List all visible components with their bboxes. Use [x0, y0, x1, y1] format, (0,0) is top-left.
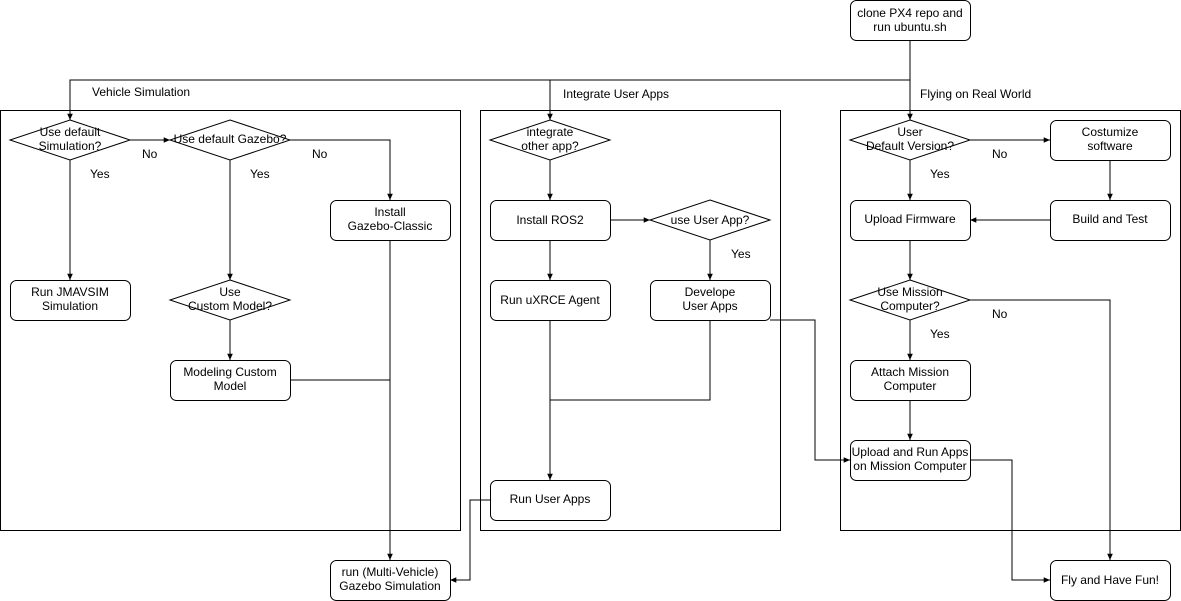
- decision-user-default-line1: User: [897, 125, 922, 139]
- edge-upload-run-to-fly: [970, 459, 1050, 583]
- node-run-jmavsim-line1: Run JMAVSIM: [31, 285, 109, 299]
- decision-use-custom-model: Use Custom Model?: [168, 279, 292, 321]
- node-install-ros2-label: Install ROS2: [516, 213, 584, 227]
- node-customize-line1: Costumize: [1082, 125, 1139, 139]
- node-upload-firmware: Upload Firmware: [850, 200, 971, 241]
- node-run-user-apps-label: Run User Apps: [510, 492, 591, 506]
- node-attach-mission-line2: Computer: [884, 379, 937, 393]
- edge-label-gazebo-yes: Yes: [250, 167, 270, 181]
- node-run-uxrce-agent: Run uXRCE Agent: [490, 280, 611, 321]
- node-attach-mission-line1: Attach Mission: [871, 365, 949, 379]
- edge-label-user-app-yes: Yes: [731, 247, 751, 261]
- edge-label-mission-yes: Yes: [930, 327, 950, 341]
- decision-integrate-other-line2: other app?: [521, 139, 579, 153]
- decision-integrate-other-line1: integrate: [527, 125, 574, 139]
- node-modeling-custom-model: Modeling Custom Model: [170, 360, 291, 401]
- node-upload-run-line2: on Mission Computer: [853, 459, 966, 473]
- node-attach-mission-computer: Attach Mission Computer: [850, 360, 971, 401]
- node-install-gazebo-line2: Gazebo-Classic: [348, 219, 433, 233]
- node-develope-line1: Develope: [685, 285, 736, 299]
- node-modeling-custom-line2: Model: [214, 379, 247, 393]
- node-run-uxrce-label: Run uXRCE Agent: [500, 293, 600, 307]
- node-upload-run-apps: Upload and Run Apps on Mission Computer: [850, 440, 971, 481]
- edge-mission-no: [970, 299, 1113, 560]
- node-run-jmavsim-line2: Simulation: [42, 299, 98, 313]
- node-install-ros2: Install ROS2: [490, 200, 611, 241]
- node-run-jmavsim: Run JMAVSIM Simulation: [10, 280, 131, 321]
- node-upload-run-line1: Upload and Run Apps: [852, 445, 969, 459]
- edge-label-gazebo-no: No: [312, 147, 328, 161]
- decision-use-mission-computer: Use Mission Computer?: [848, 279, 972, 321]
- decision-user-default-line2: Default Version?: [866, 139, 954, 153]
- section-title-flying-real-world: Flying on Real World: [920, 87, 1031, 101]
- decision-use-custom-model-line1: Use: [219, 285, 241, 299]
- node-gazebo-simulation: run (Multi-Vehicle) Gazebo Simulation: [330, 560, 451, 601]
- node-clone-repo-line1: clone PX4 repo and: [857, 6, 962, 20]
- node-customize-line2: software: [1087, 139, 1133, 153]
- decision-use-default-simulation: Use default Simulation?: [8, 119, 132, 161]
- edge-to-sim: [67, 79, 910, 120]
- node-install-gazebo-line1: Install: [374, 205, 405, 219]
- node-build-test-label: Build and Test: [1072, 212, 1148, 226]
- node-develope-user-apps: Develope User Apps: [650, 280, 771, 321]
- node-install-gazebo-classic: Install Gazebo-Classic: [330, 200, 451, 241]
- decision-use-user-app: use User App?: [648, 199, 772, 241]
- decision-mission-line1: Use Mission: [877, 285, 942, 299]
- node-fly-label: Fly and Have Fun!: [1061, 573, 1159, 587]
- edge-label-version-yes: Yes: [930, 167, 950, 181]
- edge-label-version-no: No: [992, 147, 1008, 161]
- edge-label-mission-no: No: [992, 307, 1008, 321]
- decision-integrate-other-app: integrate other app?: [488, 119, 612, 161]
- decision-use-default-gazebo-label: Use default Gazebo?: [174, 132, 287, 146]
- node-customize-software: Costumize software: [1050, 120, 1171, 161]
- node-develope-line2: User Apps: [682, 299, 737, 313]
- edge-label-sim-default-yes: Yes: [90, 167, 110, 181]
- decision-use-default-gazebo: Use default Gazebo?: [168, 119, 292, 161]
- node-run-user-apps: Run User Apps: [490, 480, 611, 521]
- node-modeling-custom-line1: Modeling Custom: [183, 365, 276, 379]
- section-frame-vehicle-simulation: [0, 110, 461, 531]
- node-upload-firmware-label: Upload Firmware: [864, 212, 956, 226]
- connectors: [67, 40, 1113, 583]
- edge-label-sim-default-no: No: [142, 147, 158, 161]
- node-gazebo-sim-line2: Gazebo Simulation: [339, 579, 440, 593]
- decision-use-default-simulation-line1: Use default: [40, 125, 101, 139]
- node-gazebo-sim-line1: run (Multi-Vehicle): [342, 565, 439, 579]
- edge-run-apps-to-gazebo: [450, 499, 490, 583]
- decision-use-default-simulation-line2: Simulation?: [39, 139, 102, 153]
- edge-develope-merge: [550, 320, 711, 401]
- node-clone-repo-line2: run ubuntu.sh: [873, 20, 946, 34]
- decision-use-user-app-label: use User App?: [671, 213, 750, 227]
- decision-user-default-version: User Default Version?: [848, 119, 972, 161]
- node-fly-and-have-fun: Fly and Have Fun!: [1050, 560, 1171, 601]
- node-clone-repo: clone PX4 repo and run ubuntu.sh: [850, 0, 971, 41]
- section-title-vehicle-simulation: Vehicle Simulation: [92, 85, 190, 99]
- decision-use-custom-model-line2: Custom Model?: [188, 299, 272, 313]
- decision-mission-line2: Computer?: [880, 299, 940, 313]
- node-build-and-test: Build and Test: [1050, 200, 1171, 241]
- edge-gazebo-no: [290, 139, 393, 200]
- section-title-integrate-user-apps: Integrate User Apps: [563, 87, 669, 101]
- edge-develope-to-upload: [770, 319, 850, 463]
